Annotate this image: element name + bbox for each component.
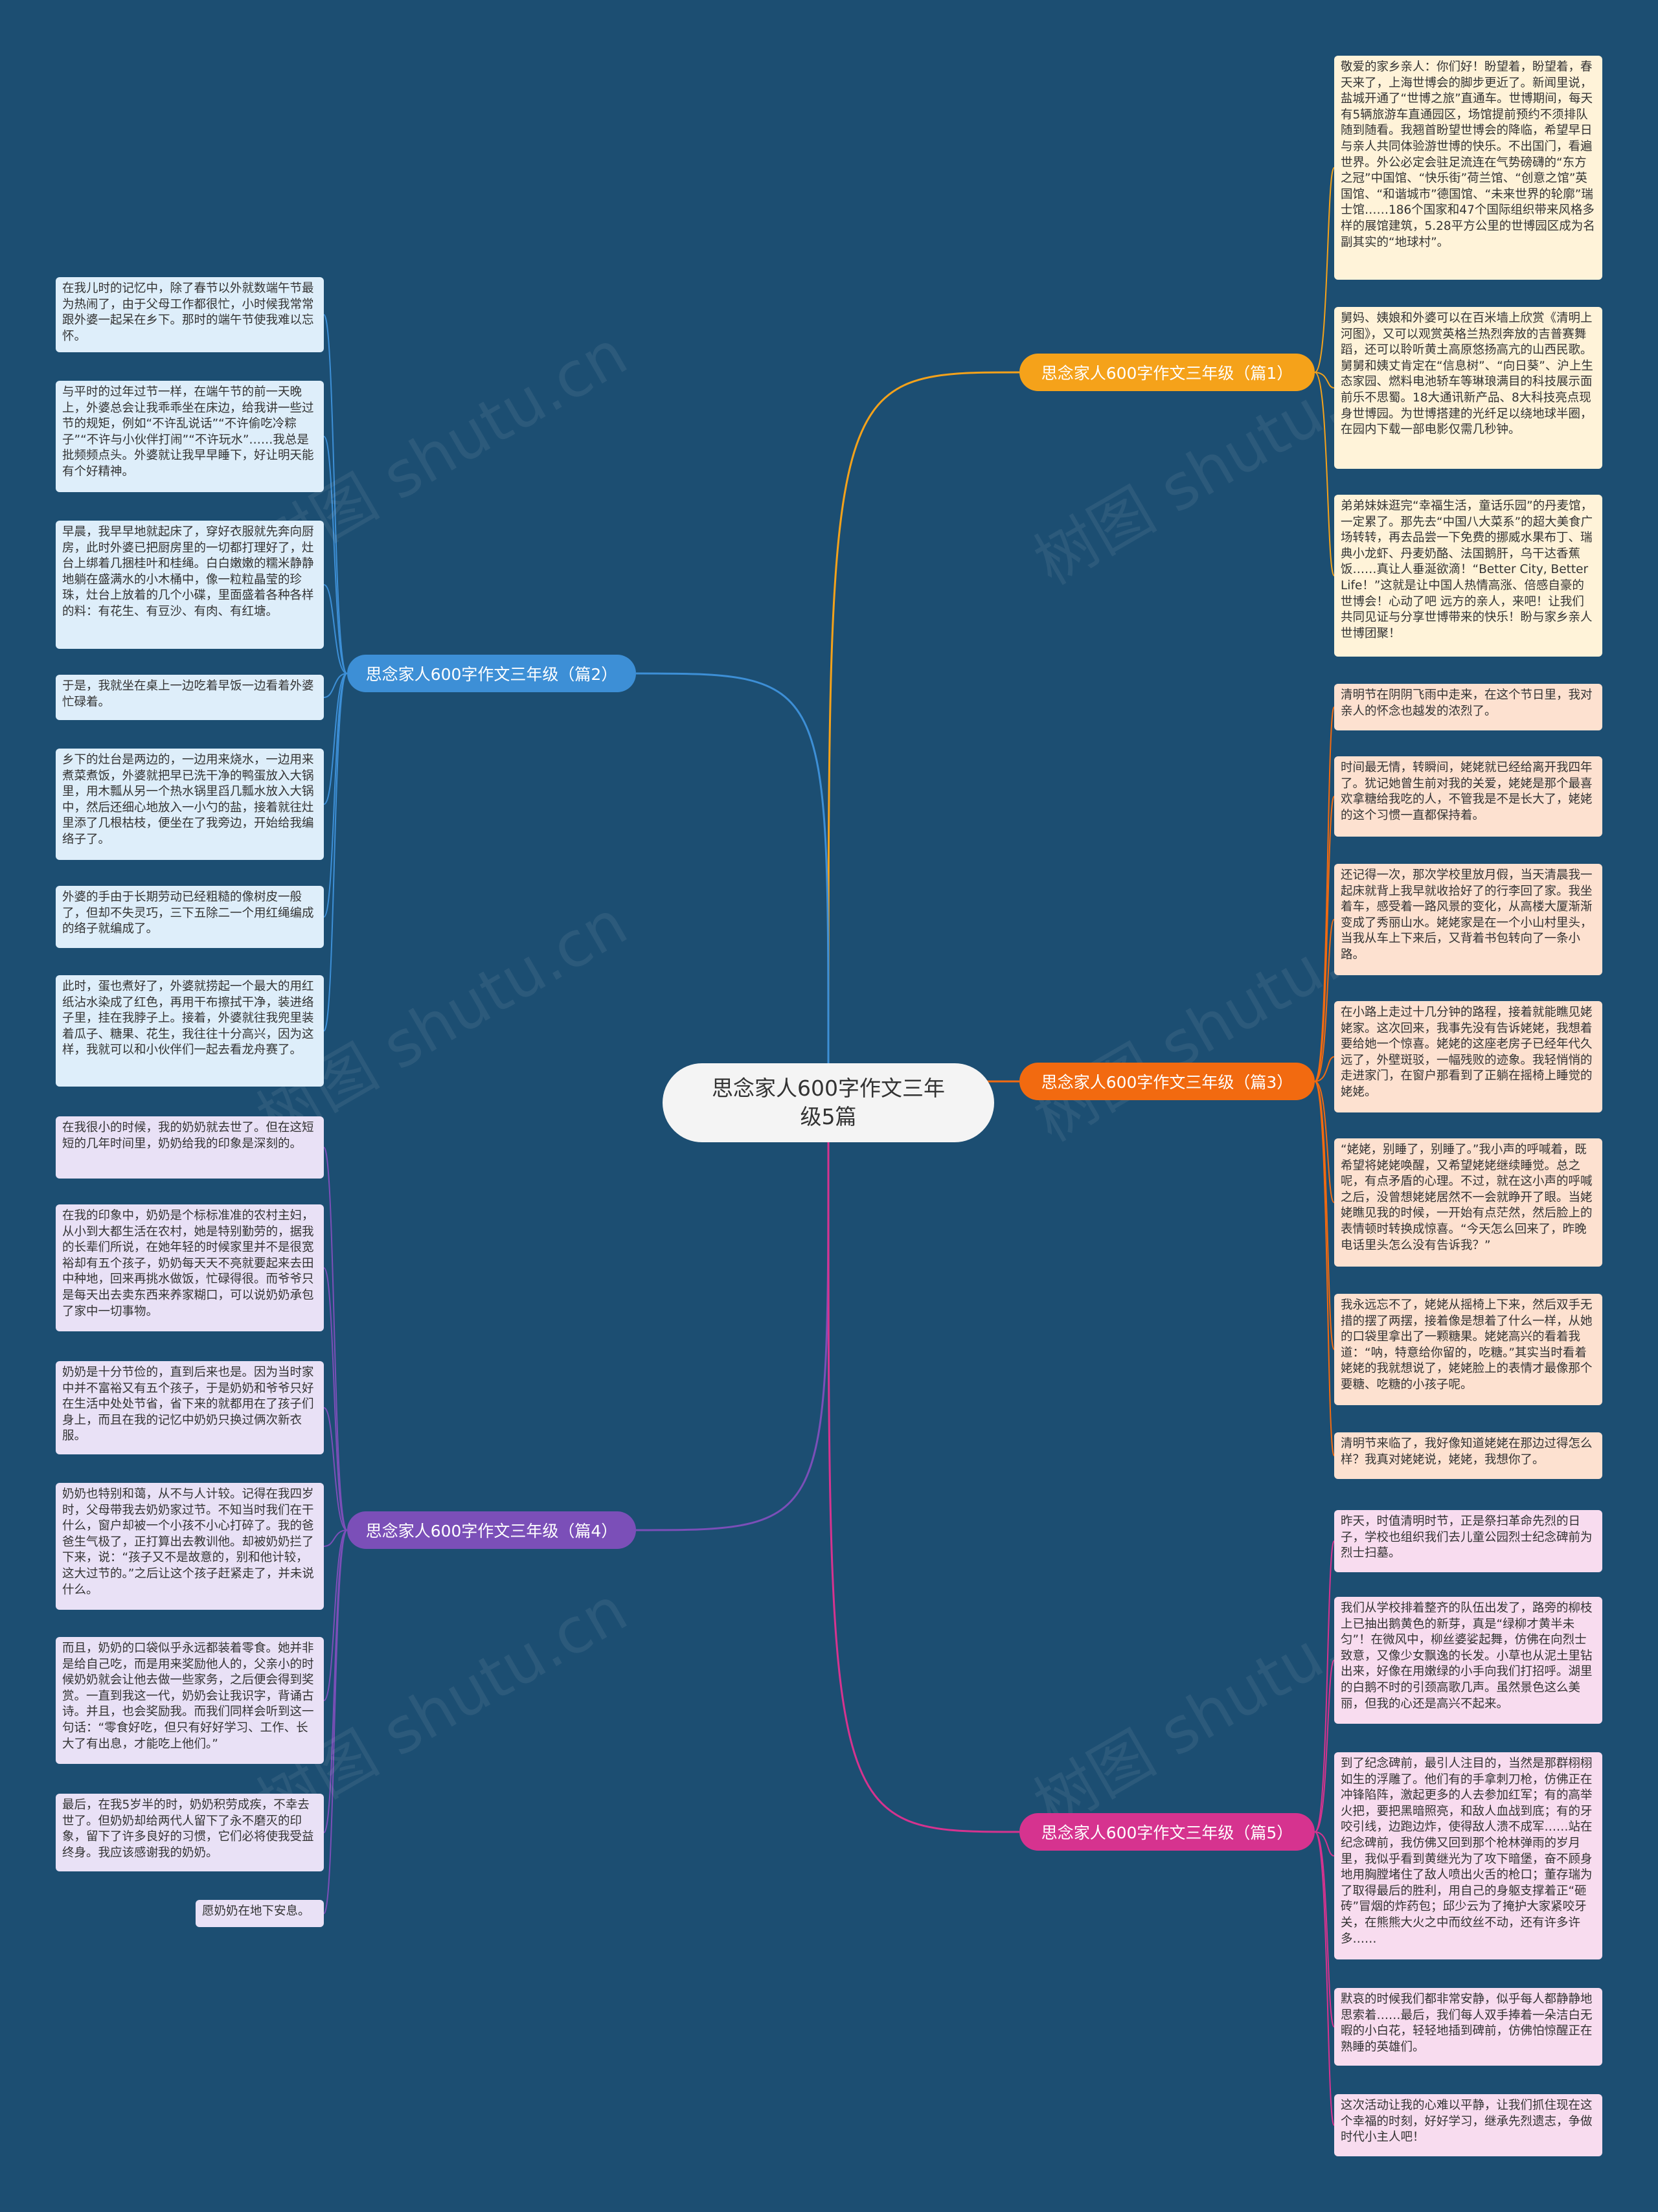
leaf-note[interactable]: 此时，蛋也煮好了，外婆就捞起一个最大的用红纸沾水染成了红色，再用干布擦拭干净，装…: [56, 975, 324, 1087]
leaf-connector: [1314, 167, 1335, 373]
leaf-connector: [1314, 919, 1335, 1082]
leaf-note[interactable]: 在小路上走过十几分钟的路程，接着就能瞧见姥姥家。这次回来，我事先没有告诉姥姥，我…: [1334, 1001, 1602, 1112]
leaf-note[interactable]: 愿奶奶在地下安息。: [196, 1900, 324, 1927]
leaf-connector: [323, 1529, 348, 1701]
leaf-note[interactable]: 还记得一次，那次学校里放月假，当天清晨我一起床就背上我早就收拾好了的行李回了家。…: [1334, 864, 1602, 975]
leaf-note[interactable]: 而且，奶奶的口袋似乎永远都装着零食。她并非是给自己吃，而是用来奖励他人的，父亲小…: [56, 1637, 324, 1764]
leaf-note[interactable]: 乡下的灶台是两边的，一边用来烧水，一边用来煮菜煮饭，外婆就把早已洗干净的鸭蛋放入…: [56, 749, 324, 860]
leaf-connector: [1314, 1831, 1335, 2126]
branch-topic-2[interactable]: 思念家人600字作文三年级（篇2）: [347, 655, 636, 692]
leaf-note[interactable]: 在我的印象中，奶奶是个标标准准的农村主妇，从小到大都生活在农村，她是特别勤劳的，…: [56, 1204, 324, 1331]
leaf-note[interactable]: 敬爱的家乡亲人：你们好！盼望着，盼望着，春天来了，上海世博会的脚步更近了。新闻里…: [1334, 56, 1602, 280]
leaf-connector: [323, 673, 348, 1032]
leaf-connector: [323, 436, 348, 674]
leaf-connector: [323, 1529, 348, 1547]
leaf-note[interactable]: 我永远忘不了，姥姥从摇椅上下来，然后双手无措的摆了两摆，接着像是想着了什么一样，…: [1334, 1294, 1602, 1405]
leaf-connector: [323, 673, 348, 698]
leaf-connector: [1314, 372, 1335, 576]
leaf-connector: [323, 1147, 348, 1531]
leaf-note[interactable]: 在我很小的时候，我的奶奶就去世了。但在这短短的几年时间里，奶奶给我的印象是深刻的…: [56, 1116, 324, 1179]
leaf-note[interactable]: 这次活动让我的心难以平静，让我们抓住现在这个幸福的时刻，好好学习，继承先烈遗志，…: [1334, 2094, 1602, 2156]
leaf-note[interactable]: 时间最无情，转瞬间，姥姥就已经给离开我四年了。犹记她曾生前对我的关爱，姥姥是那个…: [1334, 756, 1602, 837]
leaf-note[interactable]: 清明节来临了，我好像知道姥姥在那边过得怎么样？我真对姥姥说，姥姥，我想你了。: [1334, 1432, 1602, 1479]
leaf-note[interactable]: 在我儿时的记忆中，除了春节以外就数端午节最为热闹了，由于父母工作都很忙，小时候我…: [56, 277, 324, 352]
central-topic[interactable]: 思念家人600字作文三年级5篇: [663, 1063, 994, 1142]
leaf-note[interactable]: 早晨，我早早地就起床了，穿好衣服就先奔向厨房，此时外婆已把厨房里的一切都打理好了…: [56, 521, 324, 649]
branch-connector: [827, 371, 1020, 1064]
leaf-note[interactable]: 弟弟妹妹逛完“幸福生活，童话乐园”的丹麦馆，一定累了。那先去“中国八大菜系”的超…: [1334, 495, 1602, 657]
leaf-connector: [323, 673, 348, 805]
branch-topic-4[interactable]: 思念家人600字作文三年级（篇4）: [347, 1511, 636, 1549]
leaf-note[interactable]: 于是，我就坐在桌上一边吃着早饭一边看着外婆忙碌着。: [56, 675, 324, 720]
leaf-connector: [1314, 372, 1335, 389]
leaf-note[interactable]: 奶奶也特别和蔼，从不与人计较。记得在我四岁时，父母带我去奶奶家过节。不知当时我们…: [56, 1483, 324, 1610]
branch-connector: [635, 1142, 830, 1531]
leaf-connector: [323, 1407, 348, 1531]
leaf-connector: [1314, 1081, 1335, 1203]
leaf-note[interactable]: 奶奶是十分节俭的，直到后来也是。因为当时家中并不富裕又有五个孩子，于是奶奶和爷爷…: [56, 1361, 324, 1454]
leaf-note[interactable]: 到了纪念碑前，最引人注目的，当然是那群栩栩如生的浮雕了。他们有的手拿刺刀枪，仿佛…: [1334, 1752, 1602, 1959]
leaf-connector: [1314, 1660, 1335, 1833]
leaf-connector: [323, 584, 348, 674]
leaf-connector: [323, 1529, 348, 1914]
leaf-connector: [1314, 1541, 1335, 1833]
leaf-connector: [1314, 706, 1335, 1082]
leaf-note[interactable]: 清明节在阴阴飞雨中走来，在这个节日里，我对亲人的怀念也越发的浓烈了。: [1334, 684, 1602, 730]
leaf-note[interactable]: “姥姥，别睡了，别睡了。”我小声的呼喊着，既希望将姥姥唤醒，又希望姥姥继续睡觉。…: [1334, 1138, 1602, 1267]
branch-connector: [827, 1142, 1020, 1833]
branch-topic-5[interactable]: 思念家人600字作文三年级（篇5）: [1019, 1813, 1315, 1851]
leaf-note[interactable]: 外婆的手由于长期劳动已经粗糙的像树皮一般了，但却不失灵巧，三下五除二一个用红绳编…: [56, 886, 324, 948]
leaf-note[interactable]: 默哀的时候我们都非常安静，似乎每人都静静地思索着……最后，我们每人双手捧着一朵洁…: [1334, 1988, 1602, 2066]
leaf-note[interactable]: 我们从学校排着整齐的队伍出发了，路旁的柳枝上已抽出鹅黄色的新芽，真是“绿柳才黄半…: [1334, 1597, 1602, 1724]
leaf-note[interactable]: 与平时的过年过节一样，在端午节的前一天晚上，外婆总会让我乖乖坐在床边，给我讲一些…: [56, 381, 324, 492]
leaf-connector: [323, 673, 348, 918]
leaf-connector: [323, 314, 348, 674]
leaf-note[interactable]: 昨天，时值清明时节，正是祭扫革命先烈的日子，学校也组织我们去儿童公园烈士纪念碑前…: [1334, 1510, 1602, 1572]
leaf-connector: [1314, 1056, 1335, 1082]
branch-topic-1[interactable]: 思念家人600字作文三年级（篇1）: [1019, 354, 1315, 391]
leaf-connector: [1314, 1831, 1335, 2027]
leaf-connector: [1314, 1081, 1335, 1456]
leaf-connector: [323, 1267, 348, 1531]
branch-connector: [635, 672, 830, 1064]
leaf-connector: [1314, 1831, 1335, 1857]
leaf-note[interactable]: 舅妈、姨娘和外婆可以在百米墙上欣赏《清明上河图》，又可以观赏英格兰热烈奔放的吉普…: [1334, 307, 1602, 469]
leaf-connector: [1314, 1081, 1335, 1350]
leaf-note[interactable]: 最后，在我5岁半的时，奶奶积劳成疾，不幸去世了。但奶奶却给两代人留下了永不磨灭的…: [56, 1794, 324, 1871]
leaf-connector: [1314, 796, 1335, 1082]
branch-topic-3[interactable]: 思念家人600字作文三年级（篇3）: [1019, 1063, 1315, 1100]
